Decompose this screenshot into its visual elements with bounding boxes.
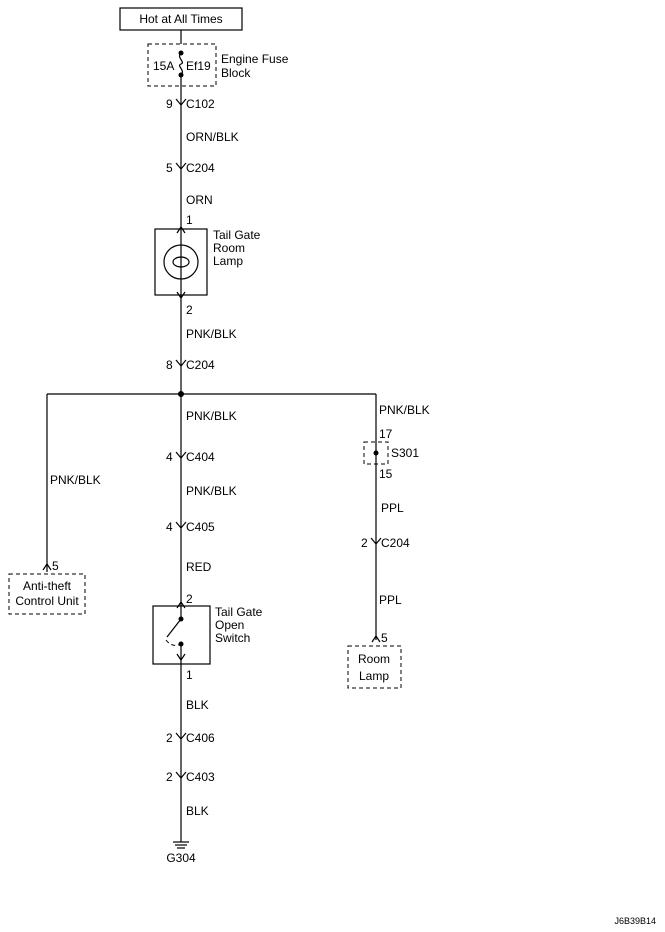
connector-c406-pin: 2 — [166, 731, 173, 745]
tail-lamp-label-3: Lamp — [213, 254, 243, 268]
tail-lamp-pin-top: 1 — [186, 213, 193, 227]
lamp-arrow-bottom — [176, 291, 186, 300]
fuse-rating: 15A — [153, 59, 174, 73]
switch-label-2: Open — [215, 618, 244, 632]
tail-lamp-label-1: Tail Gate — [213, 228, 261, 242]
wire-label-red: RED — [186, 560, 212, 574]
connector-c403-pin: 2 — [166, 770, 173, 784]
connector-c204-b-pin: 8 — [166, 358, 173, 372]
fuse-block-outline — [147, 43, 217, 87]
ground-icon — [173, 841, 189, 849]
switch-pin-bottom: 1 — [186, 668, 193, 682]
fuse-icon — [178, 52, 184, 76]
antitheft-pin: 5 — [52, 559, 59, 573]
antitheft-label-1: Anti-theft — [23, 579, 72, 593]
antitheft-control-unit-box — [8, 573, 86, 615]
splice-pin-bottom: 15 — [379, 467, 393, 481]
connector-c204-a-symbol — [175, 162, 187, 170]
wire-label-ppl-1: PPL — [381, 501, 404, 515]
connector-c102-pin: 9 — [166, 97, 173, 111]
lamp-filament-icon — [172, 256, 190, 268]
connector-c204-c-name: C204 — [381, 536, 410, 550]
splice-pin-top: 17 — [379, 427, 393, 441]
antitheft-arrow — [42, 562, 52, 571]
wire-label-pnk-blk-left: PNK/BLK — [50, 473, 101, 487]
power-source-label: Hot at All Times — [139, 12, 222, 26]
room-lamp-box — [347, 645, 402, 689]
connector-c403-name: C403 — [186, 770, 215, 784]
switch-dashed-arc — [165, 639, 182, 646]
connector-c403-symbol — [175, 771, 187, 779]
switch-arrow-bottom — [176, 653, 186, 662]
connector-c404-pin: 4 — [166, 450, 173, 464]
wire-label-blk-1: BLK — [186, 698, 209, 712]
lamp-bulb-icon — [163, 244, 199, 280]
connector-c405-name: C405 — [186, 520, 215, 534]
lamp-arrow-top — [176, 225, 186, 234]
connector-c405-pin: 4 — [166, 520, 173, 534]
connector-c204-b-name: C204 — [186, 358, 215, 372]
connector-c204-b-symbol — [175, 359, 187, 367]
figure-id: J6B39B14 — [614, 916, 656, 926]
connector-c102-symbol — [175, 98, 187, 106]
switch-label-3: Switch — [215, 631, 250, 645]
fuse-label-1: Engine Fuse — [221, 52, 289, 66]
room-lamp-label-2: Lamp — [359, 669, 389, 683]
connector-c204-c-pin: 2 — [361, 536, 368, 550]
wire-label-orn-blk: ORN/BLK — [186, 130, 239, 144]
wire-label-blk-2: BLK — [186, 804, 209, 818]
switch-blade-icon — [166, 618, 182, 638]
switch-pin-top: 2 — [186, 592, 193, 606]
wire-label-pnk-blk-1: PNK/BLK — [186, 327, 237, 341]
connector-c404-symbol — [175, 451, 187, 459]
splice-name: S301 — [391, 446, 419, 460]
connector-c102-name: C102 — [186, 97, 215, 111]
room-lamp-arrow — [371, 634, 381, 643]
switch-arrow-top — [176, 600, 186, 609]
connector-c406-name: C406 — [186, 731, 215, 745]
wire-label-orn: ORN — [186, 193, 213, 207]
antitheft-label-2: Control Unit — [15, 594, 79, 608]
room-lamp-label-1: Room — [358, 652, 390, 666]
tail-lamp-pin-bottom: 2 — [186, 303, 193, 317]
connector-c405-symbol — [175, 521, 187, 529]
switch-label-1: Tail Gate — [215, 605, 263, 619]
tail-lamp-label-2: Room — [213, 241, 245, 255]
connector-c204-a-pin: 5 — [166, 161, 173, 175]
connector-c404-name: C404 — [186, 450, 215, 464]
wire-label-ppl-2: PPL — [379, 593, 402, 607]
fuse-id: Ef19 — [186, 59, 211, 73]
connector-c204-a-name: C204 — [186, 161, 215, 175]
room-lamp-pin: 5 — [381, 631, 388, 645]
fuse-label-2: Block — [221, 66, 251, 80]
ground-label: G304 — [166, 851, 196, 865]
wire-label-pnk-blk-mid-1: PNK/BLK — [186, 409, 237, 423]
wire-label-pnk-blk-mid-2: PNK/BLK — [186, 484, 237, 498]
splice-dot — [373, 450, 379, 456]
connector-c406-symbol — [175, 732, 187, 740]
wire-label-pnk-blk-right: PNK/BLK — [379, 403, 430, 417]
connector-c204-c-symbol — [370, 537, 382, 545]
